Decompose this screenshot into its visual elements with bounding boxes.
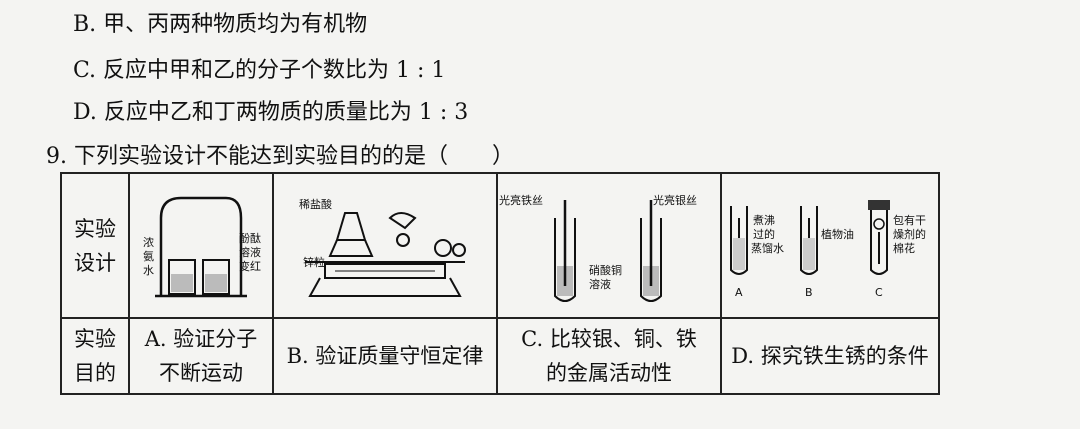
figure-d: 煮沸 过的 蒸馏水 植物油 包有干 燥剂的 棉花 A B C bbox=[720, 172, 940, 319]
fig-d-label-boiled-2: 过的 bbox=[753, 227, 775, 241]
purpose-a-line1: A. 验证分子 bbox=[144, 327, 258, 351]
fig-d-label-cotton-1: 包有干 bbox=[893, 213, 926, 227]
option-c: C. 反应中甲和乙的分子个数比为 1 : 1 bbox=[73, 58, 446, 83]
fig-d-label-boiled-3: 蒸馏水 bbox=[751, 241, 784, 255]
purpose-b: B. 验证质量守恒定律 bbox=[272, 317, 498, 395]
purpose-header: 实验 目的 bbox=[60, 317, 130, 395]
option-d: D. 反应中乙和丁两物质的质量比为 1 : 3 bbox=[73, 100, 469, 125]
option-b: B. 甲、丙两种物质均为有机物 bbox=[73, 12, 368, 37]
figure-d-drawing: 煮沸 过的 蒸馏水 植物油 包有干 燥剂的 棉花 A B C bbox=[730, 200, 926, 299]
figure-c-drawing: 光亮铁丝 光亮银丝 硝酸铜 溶液 bbox=[499, 193, 697, 302]
fig-c-label-solution-2: 溶液 bbox=[589, 277, 611, 291]
design-header-line2: 设计 bbox=[74, 250, 116, 275]
purpose-c-line1: C. 比较银、铜、铁 bbox=[521, 327, 697, 351]
fig-a-label-left-3: 水 bbox=[143, 264, 154, 277]
fig-b-label-zinc: 锌粒 bbox=[303, 255, 325, 269]
purpose-c: C. 比较银、铜、铁 的金属活动性 bbox=[496, 317, 722, 395]
fig-c-label-iron: 光亮铁丝 bbox=[499, 193, 543, 207]
fig-a-label-right-2: 溶液 bbox=[239, 245, 261, 259]
design-header-line1: 实验 bbox=[74, 216, 116, 241]
fig-d-label-oil: 植物油 bbox=[821, 227, 854, 241]
fig-b-label-acid: 稀盐酸 bbox=[299, 197, 332, 211]
fig-a-label-right-3: 变红 bbox=[239, 259, 261, 273]
fig-a-label-left-1: 浓 bbox=[143, 236, 154, 249]
figure-a-drawing: 浓 氨 水 酚酞 溶液 变红 bbox=[143, 196, 261, 298]
fig-d-label-cotton-2: 燥剂的 bbox=[893, 227, 926, 241]
purpose-a-line2: 不断运动 bbox=[159, 361, 243, 385]
design-header: 实验 设计 bbox=[60, 172, 130, 319]
purpose-header-line2: 目的 bbox=[74, 361, 116, 385]
fig-a-label-left-2: 氨 bbox=[143, 250, 154, 263]
fig-d-tube-b: B bbox=[805, 286, 813, 299]
fig-c-label-silver: 光亮银丝 bbox=[653, 193, 697, 207]
question-9: 9. 下列实验设计不能达到实验目的的是（ ） bbox=[46, 144, 514, 169]
fig-d-tube-c: C bbox=[875, 286, 883, 299]
purpose-header-line1: 实验 bbox=[74, 327, 116, 351]
figure-a: 浓 氨 水 酚酞 溶液 变红 bbox=[128, 172, 274, 319]
fig-c-label-solution-1: 硝酸铜 bbox=[589, 263, 622, 277]
fig-a-label-right-1: 酚酞 bbox=[239, 231, 261, 245]
figure-b: 稀盐酸 锌粒 bbox=[272, 172, 498, 319]
fig-d-label-cotton-3: 棉花 bbox=[893, 241, 915, 255]
purpose-d: D. 探究铁生锈的条件 bbox=[720, 317, 940, 395]
experiment-table: 实验 设计 浓 氨 水 酚酞 溶液 变红 bbox=[60, 172, 940, 395]
purpose-c-line2: 的金属活动性 bbox=[546, 361, 672, 385]
purpose-a: A. 验证分子 不断运动 bbox=[128, 317, 274, 395]
figure-c: 光亮铁丝 光亮银丝 硝酸铜 溶液 bbox=[496, 172, 722, 319]
figure-b-drawing: 稀盐酸 锌粒 bbox=[299, 197, 466, 297]
fig-d-label-boiled-1: 煮沸 bbox=[753, 214, 775, 227]
fig-d-tube-a: A bbox=[735, 286, 743, 299]
